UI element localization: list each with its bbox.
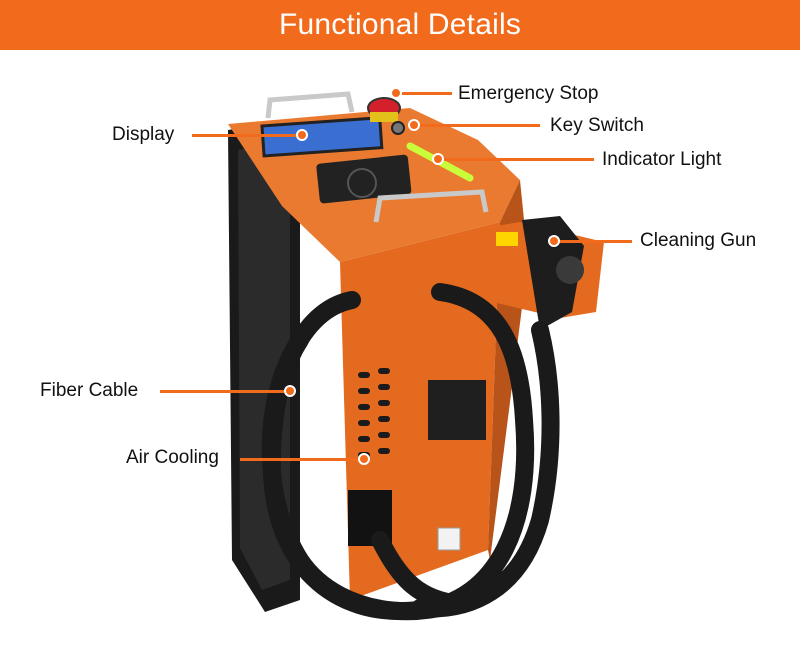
cleaning-gun-label: Cleaning Gun [640, 230, 757, 251]
front-fan [428, 380, 486, 440]
display-line [192, 134, 298, 137]
key-switch-label: Key Switch [550, 115, 644, 136]
cleaning-gun-line [558, 240, 632, 243]
air-cooling-marker [358, 453, 370, 465]
indicator-light-label: Indicator Light [602, 149, 722, 170]
air-cooling-line [240, 458, 358, 461]
emergency-stop-marker [390, 87, 402, 99]
air-cooling-label: Air Cooling [126, 447, 219, 468]
indicator-light-marker [432, 153, 444, 165]
fiber-cable-marker [284, 385, 296, 397]
indicator-light-line [444, 158, 594, 161]
top-fan [316, 154, 412, 204]
key-switch [391, 121, 405, 135]
display-label: Display [112, 124, 175, 145]
air-vents [358, 368, 390, 458]
front-handle [373, 189, 489, 223]
cleaning-gun-marker [548, 235, 560, 247]
title-banner: Functional Details [0, 0, 800, 50]
fiber-cable-coil [261, 283, 560, 621]
rear-handle [265, 91, 355, 119]
cleaning-gun [522, 216, 584, 330]
fiber-cable-label: Fiber Cable [40, 380, 139, 401]
page-title: Functional Details [278, 8, 522, 41]
display-screen [260, 116, 384, 158]
emergency-stop-label: Emergency Stop [458, 83, 599, 104]
key-switch-line [418, 124, 540, 127]
key-switch-marker [408, 119, 420, 131]
display-marker [296, 129, 308, 141]
emergency-stop-line [398, 92, 452, 95]
fiber-cable-line [160, 390, 286, 393]
